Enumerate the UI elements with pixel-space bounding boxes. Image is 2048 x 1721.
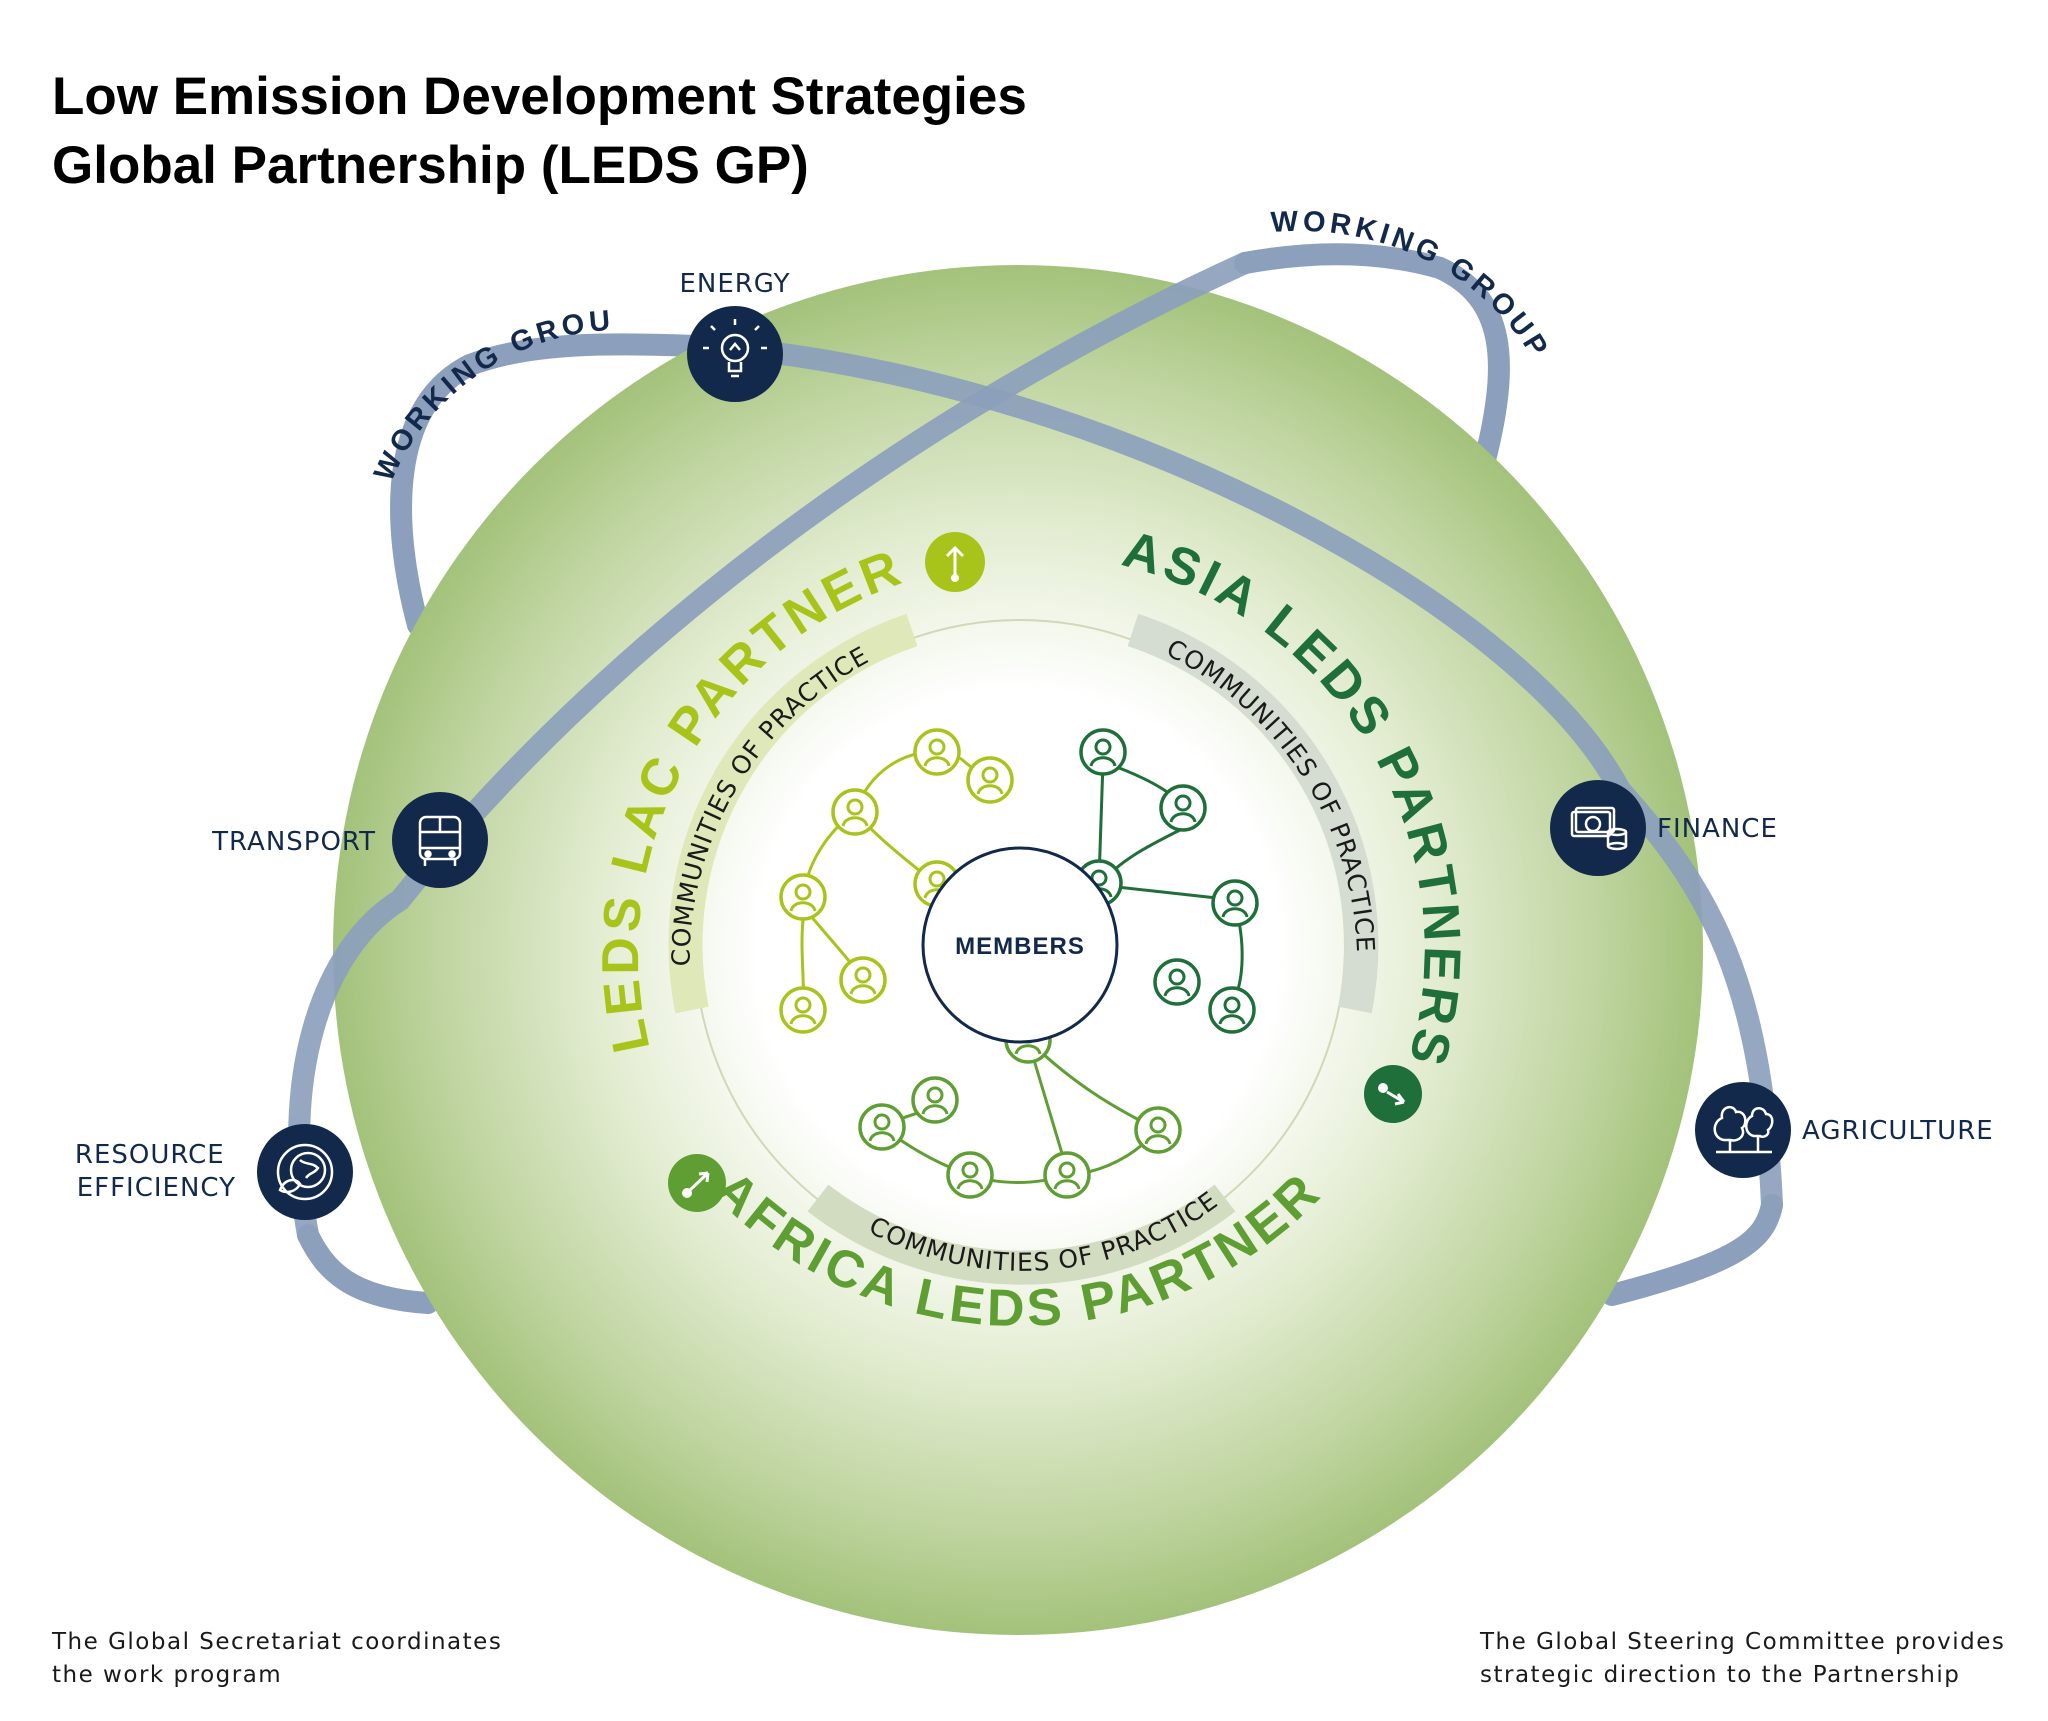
- footnote-secretariat-line-1: The Global Secretariat coordinates: [52, 1629, 503, 1655]
- member-person-icon: [779, 873, 827, 921]
- footnote-steering-line-2: strategic direction to the Partnership: [1480, 1662, 1961, 1688]
- transport-label: TRANSPORT: [211, 827, 376, 857]
- resource-efficiency-label: RESOURCE EFFICIENCY: [75, 1140, 236, 1203]
- member-person-icon: [1043, 1151, 1091, 1199]
- globe-leaf-icon: [276, 1143, 334, 1201]
- africa-badge: [668, 1154, 726, 1212]
- member-person-icon: [913, 728, 961, 776]
- member-person-icon: [858, 1103, 906, 1151]
- member-person-icon: [946, 1151, 994, 1199]
- node-agriculture[interactable]: [1695, 1082, 1791, 1178]
- asia-badge: [1364, 1065, 1422, 1123]
- finance-label: FINANCE: [1657, 814, 1778, 844]
- orbit-back: [297, 243, 1783, 1314]
- member-person-icon: [839, 956, 887, 1004]
- member-person-icon: [911, 1076, 959, 1124]
- member-person-icon: [1211, 879, 1259, 927]
- page-title: Low Emission Development Strategies Glob…: [52, 62, 1252, 200]
- member-person-icon: [1079, 728, 1127, 776]
- member-person-icon: [779, 986, 827, 1034]
- trees-icon: [1713, 1105, 1774, 1154]
- orbit-front: [288, 252, 1783, 1246]
- member-person-icon: [1159, 784, 1207, 832]
- footnote-secretariat-line-2: the work program: [52, 1662, 283, 1688]
- member-person-icon: [1153, 958, 1201, 1006]
- agriculture-label: AGRICULTURE: [1802, 1116, 1994, 1146]
- node-finance[interactable]: [1550, 780, 1646, 876]
- members-label: MEMBERS: [955, 933, 1085, 960]
- lightbulb-icon: [703, 319, 767, 378]
- members-circle: [921, 846, 1119, 1044]
- footnote-steering-line-1: The Global Steering Committee provides: [1480, 1629, 2006, 1655]
- member-person-icon: [831, 788, 879, 836]
- node-energy[interactable]: [687, 306, 783, 402]
- node-resource-efficiency[interactable]: [257, 1124, 353, 1220]
- footnote-secretariat: The Global Secretariat coordinates the w…: [52, 1626, 502, 1692]
- title-line-2: Global Partnership (LEDS GP): [52, 136, 809, 195]
- cop-bands: [668, 613, 1379, 1285]
- member-person-icon: [966, 756, 1014, 804]
- member-person-icon: [1134, 1106, 1182, 1154]
- title-line-1: Low Emission Development Strategies: [52, 67, 1027, 126]
- energy-label: ENERGY: [679, 269, 790, 299]
- member-icons: [779, 728, 1259, 1199]
- bus-icon: [418, 815, 462, 866]
- node-transport[interactable]: [392, 792, 488, 888]
- member-person-icon: [1208, 986, 1256, 1034]
- money-icon: [1570, 806, 1628, 851]
- lac-badge: [925, 532, 985, 592]
- footnote-steering-committee: The Global Steering Committee provides s…: [1480, 1626, 2005, 1692]
